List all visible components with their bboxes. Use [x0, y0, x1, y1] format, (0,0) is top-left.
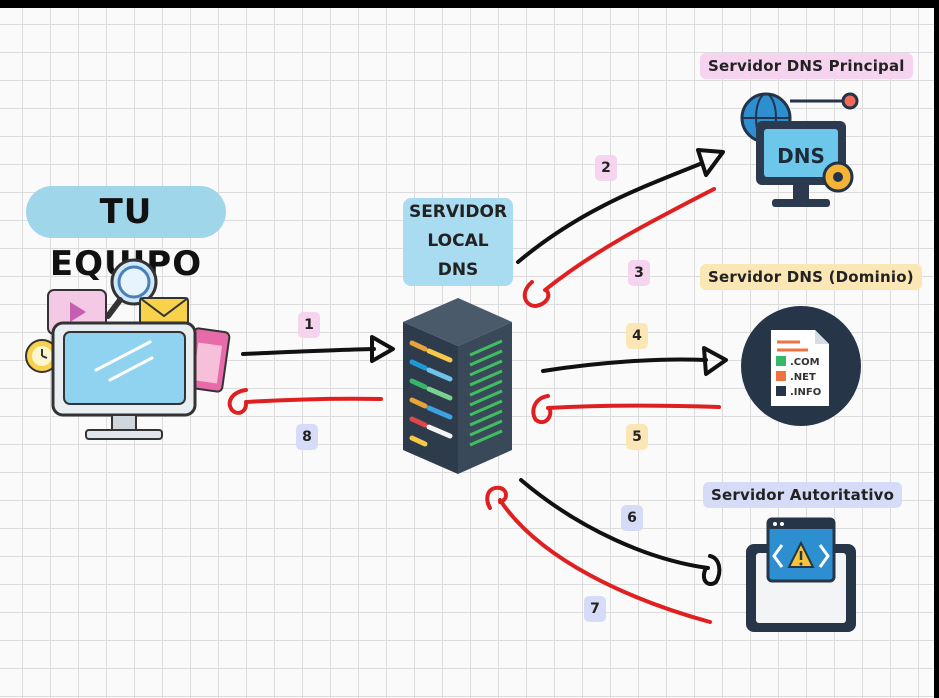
arrow-head-step-5 [531, 394, 553, 425]
arrow-step-4 [541, 357, 708, 373]
arrow-head-step-2 [696, 148, 725, 177]
step-tag: 3 [628, 260, 650, 286]
local-server-title-line: LOCAL [427, 231, 489, 251]
tld-dns-server-icon: .COM .NET .INFO [741, 306, 861, 426]
step-tag: 6 [621, 505, 643, 531]
arrow-step-2 [516, 162, 702, 264]
arrow-head-step-3 [522, 280, 551, 308]
arrow-step-5 [546, 403, 721, 410]
step-tag: 4 [626, 323, 648, 349]
flow-arrows [227, 148, 728, 624]
arrow-head-step-8 [227, 388, 248, 415]
step-tag: 1 [298, 312, 320, 338]
local-server-rack-icon [403, 298, 512, 474]
frame-right-bar [934, 0, 939, 698]
frame-top-bar [0, 0, 939, 8]
local-server-title: SERVIDOR LOCAL DNS [403, 198, 513, 286]
step-tag: 8 [296, 424, 318, 450]
dns-screen-text: DNS [777, 144, 825, 168]
client-title: TU EQUIPO [26, 186, 226, 284]
arrow-head-step-7 [485, 485, 508, 510]
arrow-step-8 [244, 396, 383, 404]
root-server-label: Servidor DNS Principal [700, 53, 913, 79]
arrow-step-1 [241, 347, 376, 356]
domain-com: .COM [790, 357, 820, 368]
arrow-head-step-4 [702, 346, 728, 376]
domain-net: .NET [790, 372, 816, 383]
arrow-step-7 [498, 498, 712, 624]
arrow-head-step-6 [701, 554, 722, 587]
tld-server-label: Servidor DNS (Dominio) [700, 264, 922, 290]
root-dns-server-icon: DNS [740, 92, 859, 207]
auth-server-label: Servidor Autoritativo [703, 482, 903, 508]
arrow-step-3 [543, 187, 716, 292]
arrow-step-6 [519, 478, 710, 570]
auth-server-icon [746, 517, 856, 632]
local-server-title-line: DNS [437, 260, 479, 280]
step-tag: 2 [595, 155, 617, 181]
arrow-head-step-1 [370, 335, 395, 363]
step-tag: 7 [584, 596, 606, 622]
domain-info: .INFO [790, 387, 821, 398]
step-tag: 5 [626, 424, 648, 450]
client-computer-icon [25, 258, 231, 440]
local-server-title-line: SERVIDOR [408, 202, 508, 222]
